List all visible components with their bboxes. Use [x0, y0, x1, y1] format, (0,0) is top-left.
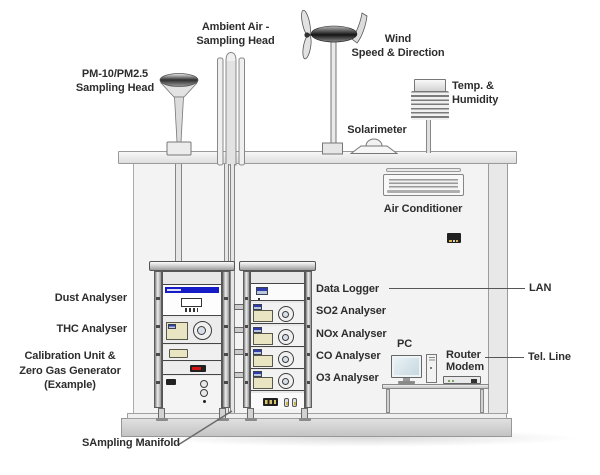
desk-leg-right: [480, 389, 484, 413]
manifold-pointer-line: [177, 410, 233, 446]
pc-label: PC: [397, 338, 413, 350]
left-rack-bottom-unit: [163, 376, 221, 409]
data-logger-label: Data Logger: [316, 283, 380, 295]
right-rack-cap: [239, 261, 316, 271]
air-conditioner-label: Air Conditioner: [383, 203, 463, 215]
zero-gas-unit: [163, 362, 221, 375]
desk-top: [382, 384, 489, 389]
nox-analyser-unit: [251, 326, 304, 347]
led-display: [190, 365, 206, 372]
router-modem-icon: [443, 376, 481, 384]
shelter-floor-edge: [127, 413, 507, 419]
dust-analyser-display-bar: [165, 287, 219, 293]
left-rack-body: [162, 271, 222, 409]
dust-analyser-label: Dust Analyser: [54, 292, 127, 304]
lan-label: LAN: [529, 282, 552, 294]
monitor-stand: [403, 378, 410, 381]
ambient-air-tubes-icon: [217, 51, 245, 166]
thc-analyser-label: THC Analyser: [56, 323, 127, 335]
calibration-unit: [163, 345, 221, 361]
pm-sampling-head-icon: [159, 73, 199, 156]
temp-humidity-sensor-icon: [411, 91, 449, 120]
thermostat-icon: [447, 233, 461, 243]
o3-analyser-label: O3 Analyser: [316, 372, 379, 384]
pm-inlet-pipe: [175, 164, 182, 262]
so2-analyser-unit: [251, 303, 304, 324]
left-rack: [149, 261, 235, 422]
dust-analyser-screen-icon: [181, 298, 202, 307]
manifold-tube-b: [230, 164, 235, 413]
pm-head-label: PM-10/PM2.5 Sampling Head: [75, 68, 155, 94]
nox-analyser-label: NOx Analyser: [316, 328, 387, 340]
co-analyser-unit: [251, 348, 304, 369]
right-rack-rail-left: [243, 271, 250, 408]
left-rack-rail-right: [222, 271, 230, 408]
thc-analyser-unit: [163, 318, 221, 344]
thc-dial: [193, 321, 212, 340]
monitor-base: [398, 381, 415, 384]
calibration-label: Calibration Unit & Zero Gas Generator (E…: [19, 350, 121, 391]
shelter-side-wall: [489, 164, 508, 414]
o3-analyser-unit: [251, 370, 304, 391]
lan-line: [389, 288, 525, 289]
air-conditioner-grille: [383, 174, 464, 196]
co-analyser-label: CO Analyser: [316, 350, 381, 362]
right-rack-body: [250, 271, 305, 409]
ac-vent-strip: [386, 168, 461, 172]
tel-line: [485, 357, 524, 358]
dust-analyser-unit: [163, 284, 221, 316]
left-rack-cap: [149, 261, 235, 271]
temp-sensor-pole: [426, 120, 431, 153]
temp-humidity-label: Temp. & Humidity: [452, 80, 499, 106]
solarimeter-icon: [350, 138, 398, 154]
right-rack: [239, 261, 316, 422]
monitor-icon: [391, 355, 422, 378]
wind-label: Wind Speed & Direction: [351, 33, 445, 59]
desk-leg-left: [386, 389, 390, 413]
data-logger-unit: [251, 283, 304, 301]
ambient-air-label: Ambient Air - Sampling Head: [196, 21, 275, 47]
right-rack-rail-right: [305, 271, 312, 408]
solarimeter-label: Solarimeter: [347, 124, 407, 136]
so2-analyser-label: SO2 Analyser: [316, 305, 386, 317]
power-strip-unit: [251, 393, 304, 409]
router-modem-label: Router Modem: [446, 349, 485, 373]
temp-sensor-cap: [414, 79, 446, 92]
sampling-manifold-label: SAmpling Manifold: [82, 437, 180, 449]
left-rack-rail-left: [154, 271, 162, 408]
wind-sensor-icon: [301, 9, 368, 155]
tel-line-label: Tel. Line: [528, 351, 571, 363]
pc-tower-icon: [426, 354, 437, 383]
